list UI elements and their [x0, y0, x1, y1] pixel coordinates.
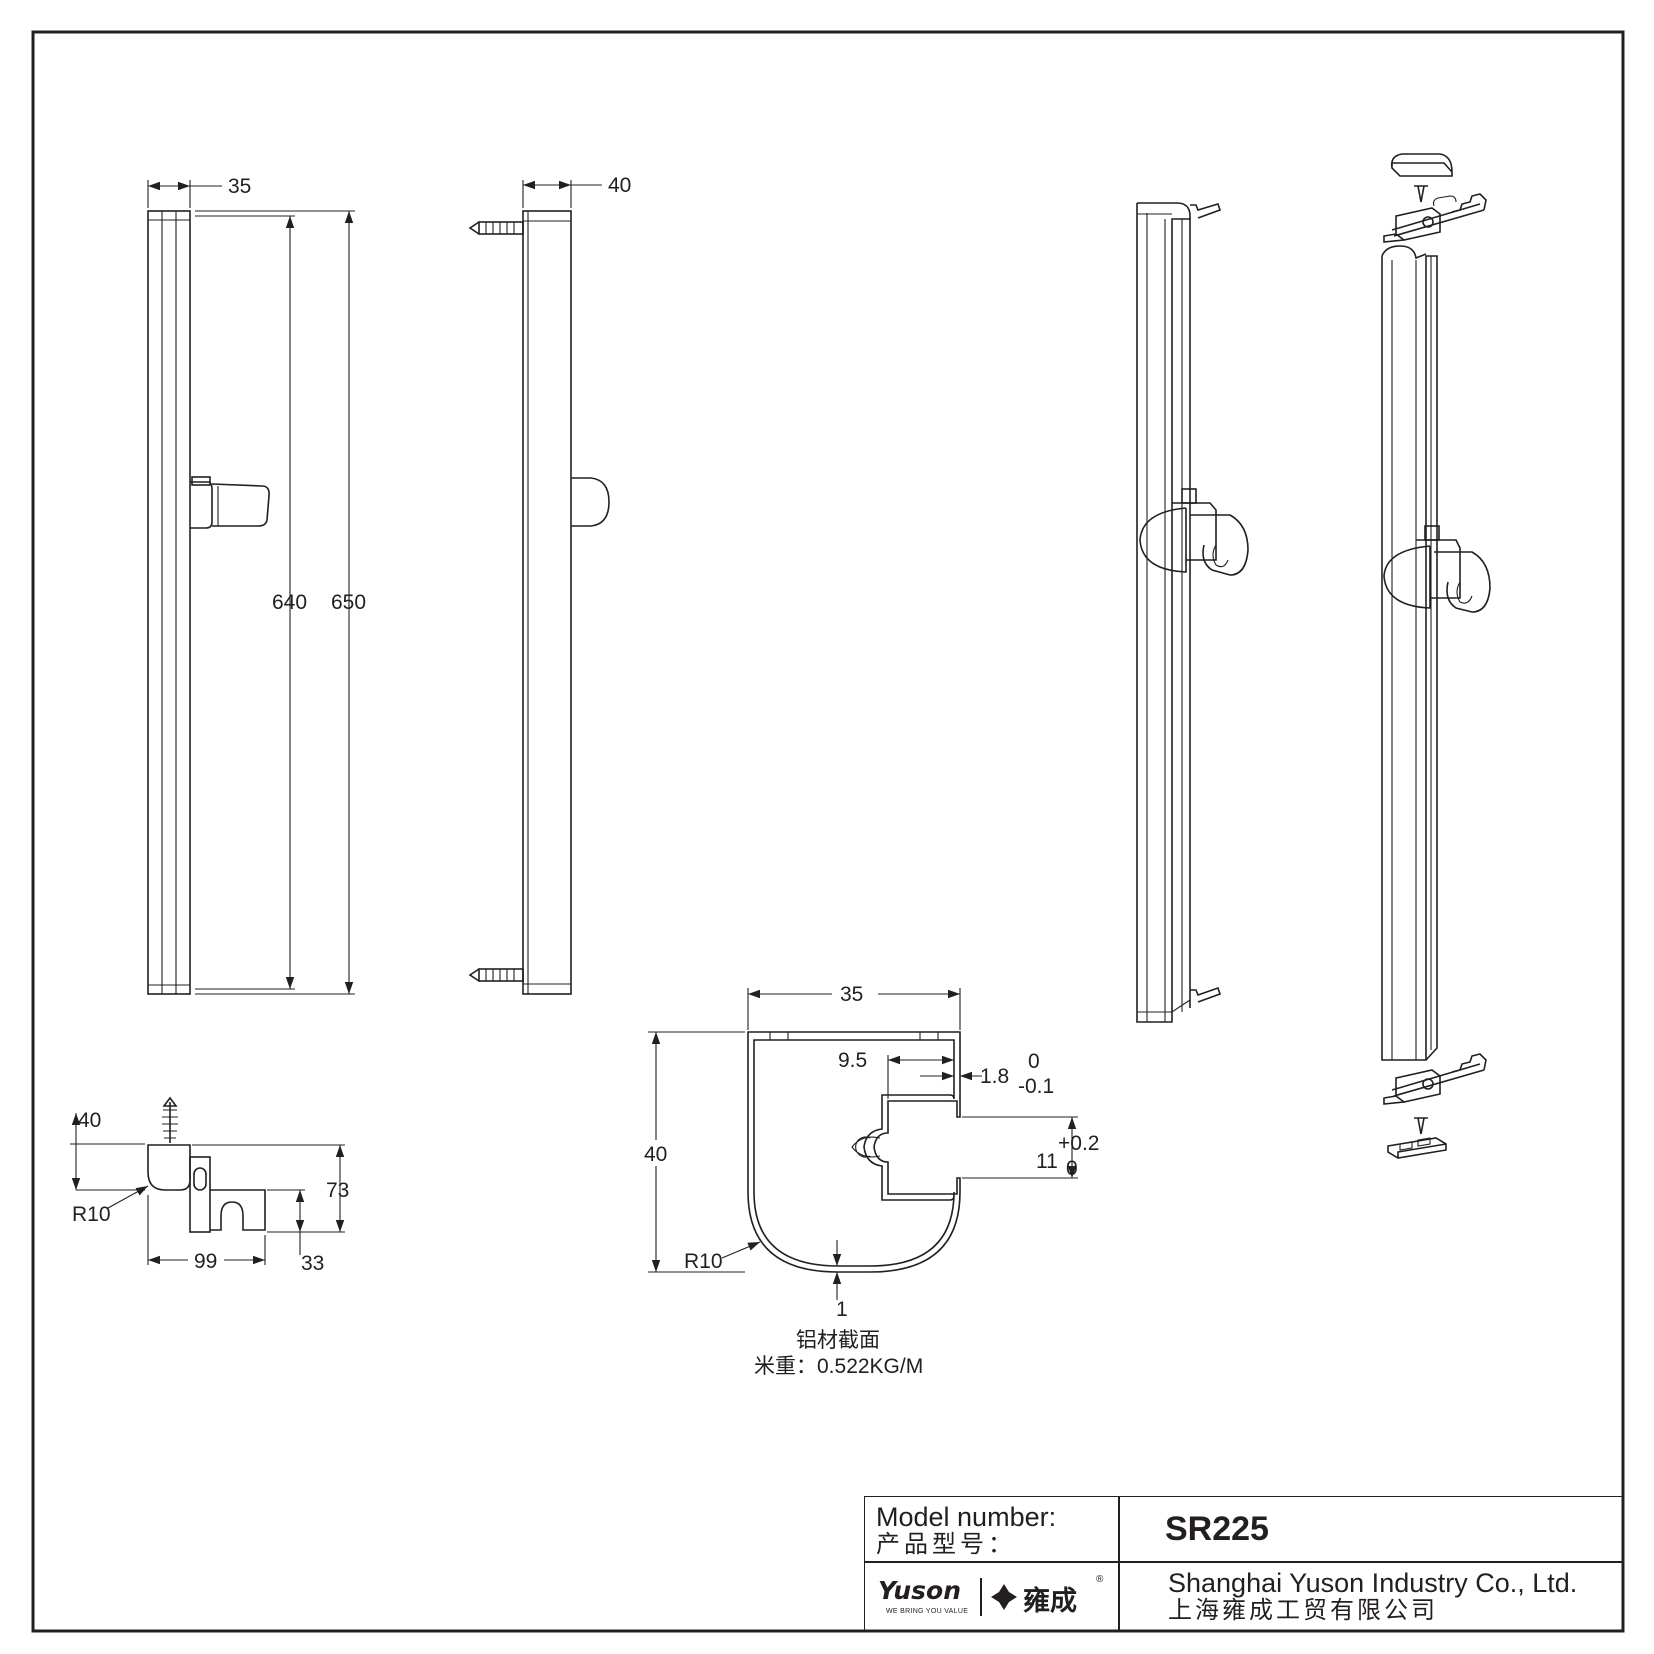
brand-mark-icon: [989, 1582, 1019, 1612]
section-width-label: 35: [840, 983, 863, 1006]
side-top-screw: [468, 221, 524, 235]
exploded-top-cap: [1390, 153, 1453, 177]
front-overall-length-dim: 650: [195, 210, 366, 995]
section-opening-tol-upper: +0.2: [1058, 1132, 1099, 1155]
model-number-label-en: Model number:: [876, 1502, 1057, 1532]
holder-33-label: 33: [301, 1252, 324, 1275]
section-height-dim: 40: [640, 1031, 745, 1273]
holder-slider: [189, 1156, 211, 1233]
exploded-bottom-cap: [1387, 1137, 1447, 1159]
side-holder: [571, 477, 610, 527]
side-depth-label: 40: [608, 174, 631, 197]
holder-73-label: 73: [326, 1179, 349, 1202]
front-width-label: 35: [228, 175, 251, 198]
company-name: Shanghai Yuson Industry Co., Ltd. 上海雍成工贸…: [1168, 1570, 1618, 1623]
section-slot-label: 9.5: [838, 1049, 867, 1072]
side-bottom-screw: [468, 968, 524, 982]
iso-rail: [1136, 203, 1191, 1023]
holder-r10-label: R10: [72, 1203, 111, 1226]
holder-99-dim: 99: [147, 1195, 266, 1273]
section-thickness-dim: 1: [832, 1240, 848, 1321]
section-view: 35 40 9.5 1.8 0 -0.1 11: [640, 980, 1099, 1378]
model-number-value: SR225: [1165, 1510, 1269, 1548]
company-name-en: Shanghai Yuson Industry Co., Ltd.: [1168, 1568, 1578, 1598]
exploded-holder: [1383, 525, 1491, 613]
section-opening-dim: 11 +0.2 0: [962, 1116, 1099, 1180]
section-wall-dim: 1.8 0 -0.1: [920, 1050, 1054, 1098]
side-depth-dim: 40: [522, 174, 631, 208]
brand-tagline: WE BRING YOU VALUE: [886, 1608, 969, 1615]
front-inner-length-dim: 640: [195, 215, 307, 990]
iso-assembled-view: [1136, 202, 1249, 1023]
exploded-top-bracket: [1383, 193, 1487, 243]
model-number-label-cn: 产品型号：: [876, 1531, 1016, 1558]
section-thickness-label: 1: [836, 1298, 848, 1321]
holder-33-dim: 33: [267, 1189, 324, 1275]
section-width-dim: 35: [747, 980, 961, 1030]
section-wall-tol-lower: -0.1: [1018, 1075, 1054, 1098]
iso-holder: [1139, 488, 1249, 576]
drawing-frame: [31, 30, 1625, 1633]
brand-name-cn: 雍成: [1023, 1586, 1077, 1617]
company-name-cn: 上海雍成工贸有限公司: [1168, 1597, 1438, 1624]
front-holder: [190, 476, 270, 529]
title-block: Model number: 产品型号： SR225 Yuson WE BRING…: [864, 1496, 1624, 1631]
side-view: 40: [468, 174, 631, 995]
section-radius-leader: R10: [684, 1241, 761, 1273]
front-inner-length-label: 640: [272, 591, 307, 614]
section-radius-label: R10: [684, 1250, 723, 1273]
exploded-rail: [1381, 255, 1438, 1061]
holder-rail-end: [147, 1144, 191, 1191]
section-wall-tol-upper: 0: [1028, 1050, 1040, 1073]
model-number-label: Model number: 产品型号：: [876, 1504, 1116, 1557]
iso-exploded-view: [1381, 153, 1491, 1159]
brand-logo-wordmark: Yuson: [878, 1576, 962, 1605]
section-caption: 铝材截面: [796, 1329, 880, 1352]
holder-40-label: 40: [78, 1109, 101, 1132]
holder-73-dim: 73: [192, 1144, 349, 1233]
holder-r10-leader: R10: [72, 1185, 149, 1226]
side-rail: [522, 210, 572, 995]
holder-wall-plug: [162, 1096, 178, 1143]
holder-top-view: 40 73 33 99 R10: [70, 1096, 349, 1275]
section-height-label: 40: [644, 1143, 667, 1166]
section-opening-label: 11: [1036, 1150, 1058, 1173]
section-inner-profile: [753, 1039, 955, 1267]
holder-cup: [210, 1189, 266, 1231]
section-slot-dim: 9.5: [838, 1049, 954, 1099]
section-opening-tol-lower: 0: [1066, 1157, 1078, 1180]
holder-99-label: 99: [194, 1250, 217, 1273]
section-weight: 米重：0.522KG/M: [754, 1355, 923, 1378]
front-overall-length-label: 650: [331, 591, 366, 614]
registered-mark-icon: ®: [1096, 1574, 1104, 1585]
front-view: 35 640 650: [147, 175, 366, 995]
front-width-dim: 35: [147, 175, 251, 208]
section-outer-profile: [747, 1031, 961, 1273]
exploded-bottom-bracket: [1383, 1053, 1487, 1105]
section-wall-label: 1.8: [980, 1065, 1009, 1088]
brand-logo: Yuson WE BRING YOU VALUE 雍成 ®: [876, 1570, 1112, 1626]
front-rail: [147, 210, 191, 995]
holder-40-dim: 40: [70, 1109, 145, 1191]
